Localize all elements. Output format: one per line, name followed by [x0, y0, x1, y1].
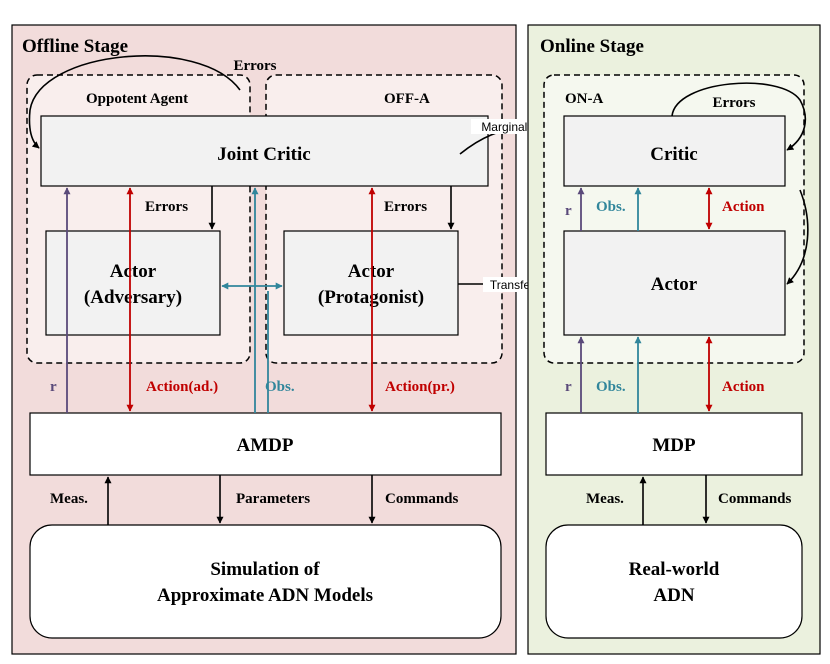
actor-adversary-box [45, 230, 221, 336]
action-label-online-bottom: Action [722, 379, 765, 395]
obs-label-online-bottom: Obs. [596, 379, 626, 395]
reward-label-online-top: r [565, 203, 572, 219]
errors-label-online: Errors [712, 95, 755, 111]
opponent-agent-label: Oppotent Agent [86, 91, 188, 107]
transfer-label-bg [483, 277, 541, 292]
transfer-label: Transfer [490, 278, 534, 292]
actor-adversary-line1: Actor [110, 261, 157, 282]
online-stage-title: Online Stage [540, 36, 644, 57]
meas-label-offline: Meas. [50, 491, 88, 507]
errors-arrow-to-actor-online [786, 189, 809, 285]
actor-online-label: Actor [651, 274, 698, 295]
commands-label-online: Commands [718, 491, 792, 507]
reward-label-online-bottom: r [565, 379, 572, 395]
simulation-line1: Simulation of [210, 559, 320, 580]
real-world-line2: ADN [653, 585, 694, 606]
action-label-online-top: Action [722, 199, 765, 215]
critic-box [563, 115, 786, 187]
offline-stage-title: Offline Stage [22, 36, 128, 57]
mdp-box [545, 412, 803, 476]
meas-label-online: Meas. [586, 491, 624, 507]
amdp-label: AMDP [237, 435, 294, 456]
errors-top-label: Errors [233, 58, 276, 74]
actor-adversary-line2: (Adversary) [84, 287, 182, 308]
amdp-box [29, 412, 502, 476]
obs-label-online-top: Obs. [596, 199, 626, 215]
actor-protagonist-line2: (Protagonist) [318, 287, 424, 308]
action-adversary-label: Action(ad.) [146, 379, 218, 395]
errors-left-label: Errors [145, 199, 188, 215]
parameters-label: Parameters [236, 491, 310, 507]
errors-loop-arrow-left [28, 55, 241, 149]
off-a-label: OFF-A [384, 91, 430, 107]
joint-critic-label: Joint Critic [217, 144, 310, 165]
joint-critic-box [40, 115, 489, 187]
reward-label-offline: r [50, 379, 57, 395]
on-a-label: ON-A [565, 91, 603, 107]
errors-loop-arrow-online [671, 82, 807, 151]
mdp-label: MDP [652, 435, 696, 456]
actor-online-box [563, 230, 786, 336]
errors-right-label: Errors [384, 199, 427, 215]
simulation-line2: Approximate ADN Models [157, 585, 373, 606]
simulation-box [29, 524, 502, 639]
action-protagonist-label: Action(pr.) [385, 379, 455, 395]
critic-label: Critic [650, 144, 697, 165]
real-world-line1: Real-world [629, 559, 720, 580]
commands-label-offline: Commands [385, 491, 459, 507]
obs-label-offline: Obs. [265, 379, 295, 395]
real-world-adn-box [545, 524, 803, 639]
actor-protagonist-box [283, 230, 459, 336]
